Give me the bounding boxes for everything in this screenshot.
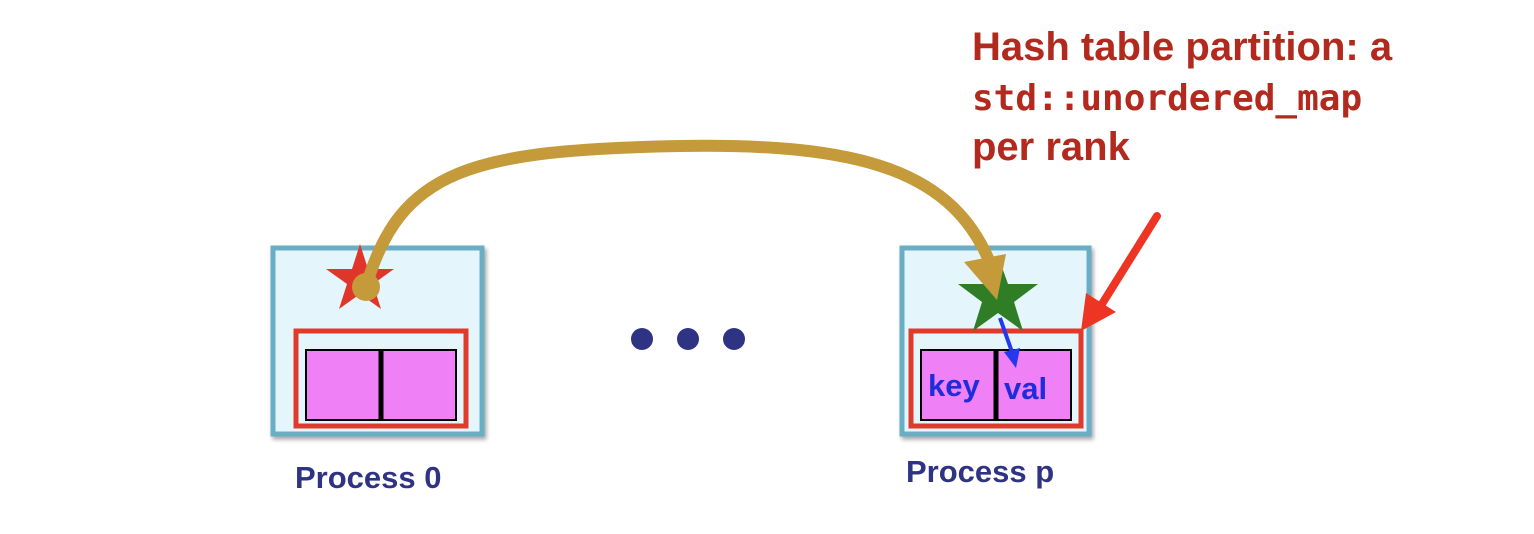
ellipsis-icon xyxy=(631,328,745,350)
process-p-partition xyxy=(908,328,1084,429)
process-0-cell-right xyxy=(380,349,457,421)
key-label: key xyxy=(928,368,980,403)
blue-pointer-arrow xyxy=(998,317,1020,368)
annotation-line-3: per rank xyxy=(972,125,1130,169)
process-p-label: Process p xyxy=(906,454,1055,489)
red-annotation-arrow xyxy=(1081,212,1161,331)
rpc-arc-arrow xyxy=(352,139,1006,301)
val-label: val xyxy=(1004,371,1048,406)
annotation-line-2: std::unordered_map xyxy=(972,78,1363,119)
process-0-cell-left xyxy=(305,349,382,421)
process-p-val-cell xyxy=(995,349,1072,421)
process-0-label: Process 0 xyxy=(295,460,442,495)
process-0-partition xyxy=(293,328,469,429)
annotation-line-1: Hash table partition: a xyxy=(972,25,1393,69)
